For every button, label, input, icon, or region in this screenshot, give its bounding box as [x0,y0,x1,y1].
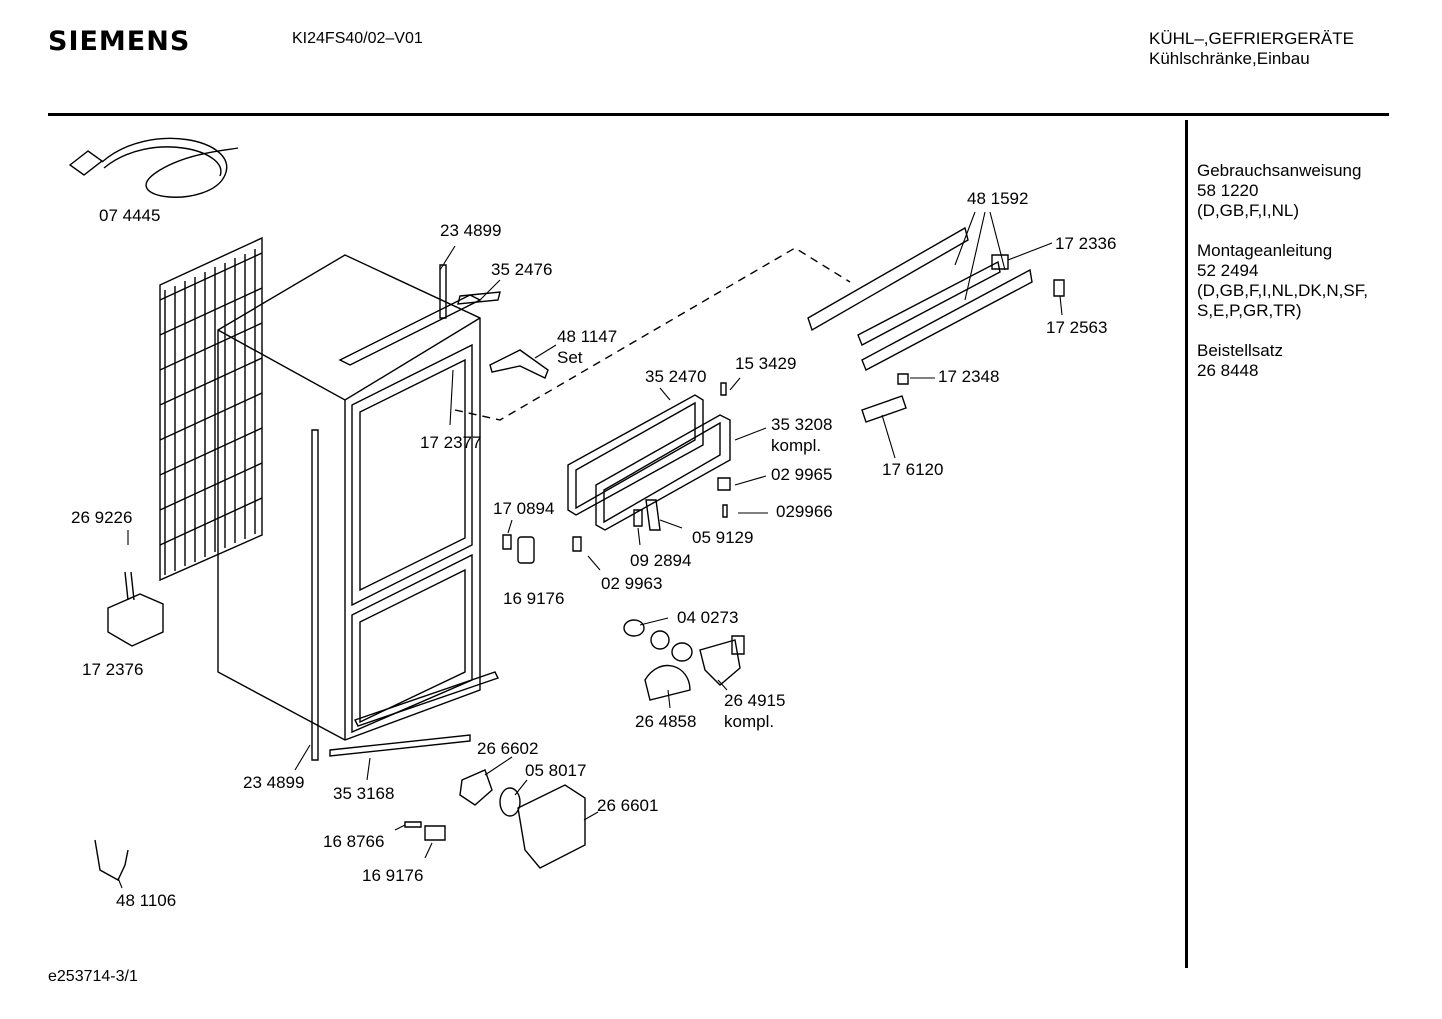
hinge-set-drawing [490,350,548,378]
part-label: 17 0894 [493,499,555,518]
part-label: 35 2476 [491,260,553,279]
sidebar-line: 58 1220 [1197,181,1259,200]
condenser-coil-drawing [160,238,262,580]
part-label: 16 8766 [323,832,385,851]
pin-top-drawing [721,383,726,395]
screw-small-drawing [723,505,727,517]
locator-dashed-line [455,248,850,420]
part-label: 23 4899 [243,773,305,792]
rail-set-drawing [808,228,1064,422]
part-label: 23 4899 [440,221,502,240]
part-label: 05 8017 [525,761,587,780]
part-label: 48 1106 [116,891,177,910]
part-label: 17 6120 [882,460,944,479]
sidebar-line: (D,GB,F,I,NL) [1197,201,1300,220]
fan-cover-drawing [405,770,585,868]
part-label: kompl. [724,712,775,731]
part-label: Set [557,348,583,367]
cap-drawing [518,537,534,563]
part-label: 15 3429 [735,354,797,373]
part-label: 04 0273 [677,608,739,627]
power-cord-drawing [70,138,238,197]
document-reference: e253714-3/1 [48,968,138,985]
part-label: 26 6602 [477,739,539,758]
screw-drawing [718,478,730,490]
sidebar-line: (D,GB,F,I,NL,DK,N,SF, [1197,281,1368,300]
part-label: 48 1147 [557,327,618,346]
part-label: 16 9176 [362,866,424,885]
lamp-assembly-drawing [624,620,744,700]
sidebar-divider [1185,120,1188,968]
sidebar-line: Gebrauchsanweisung [1197,161,1362,180]
brand-logo: SIEMENS [48,26,191,57]
door-assembly-drawing [568,395,730,530]
bracket-drawing [646,500,660,530]
sidebar-line: Montageanleitung [1197,241,1333,260]
category-block: KÜHL–,GEFRIERGERÄTE Kühlschränke,Einbau [1149,29,1354,69]
part-label: 35 3168 [333,784,395,803]
category-line-1: KÜHL–,GEFRIERGERÄTE [1149,29,1354,48]
part-label: 16 9176 [503,589,565,608]
part-label: kompl. [771,436,822,455]
thermostat-drawing [108,594,163,646]
sidebar-block-manual: Gebrauchsanweisung 58 1220 (D,GB,F,I,NL) [1197,161,1368,221]
sensor-drawing [125,572,134,600]
part-label: 17 2336 [1055,234,1117,253]
header-divider [48,113,1389,116]
sidebar-line: S,E,P,GR,TR) [1197,301,1302,320]
sidebar-block-installation: Montageanleitung 52 2494 (D,GB,F,I,NL,DK… [1197,241,1368,321]
part-label: 35 3208 [771,415,833,434]
part-label: 029966 [776,502,833,521]
part-label: 09 2894 [630,551,692,570]
sidebar-block-accessory-kit: Beistellsatz 26 8448 [1197,341,1368,381]
part-label: 07 4445 [99,206,161,225]
cabinet-drawing [218,255,500,760]
sidebar-line: Beistellsatz [1197,341,1283,360]
part-label: 26 4858 [635,712,697,731]
part-label: 17 2563 [1046,318,1108,337]
part-label: 35 2470 [645,367,707,386]
leader-lines [118,212,1062,888]
part-label: 17 2348 [938,367,1000,386]
cable-drawing [95,840,128,880]
part-label: 26 9226 [71,508,133,527]
part-label: 17 2377 [420,433,482,452]
part-label: 26 4915 [724,691,786,710]
spacer-drawing [573,537,581,551]
part-label: 02 9963 [601,574,663,593]
part-label: 02 9965 [771,465,833,484]
documents-sidebar: Gebrauchsanweisung 58 1220 (D,GB,F,I,NL)… [1197,161,1368,401]
part-label: 26 6601 [597,796,659,815]
part-label: 48 1592 [967,189,1029,208]
part-label: 17 2376 [82,660,144,679]
category-line-2: Kühlschränke,Einbau [1149,49,1310,68]
sidebar-line: 26 8448 [1197,361,1259,380]
model-number: KI24FS40/02–V01 [292,30,423,47]
sidebar-line: 52 2494 [1197,261,1259,280]
pin-drawing [634,510,642,526]
clip-drawing [503,535,511,549]
part-label: 05 9129 [692,528,754,547]
